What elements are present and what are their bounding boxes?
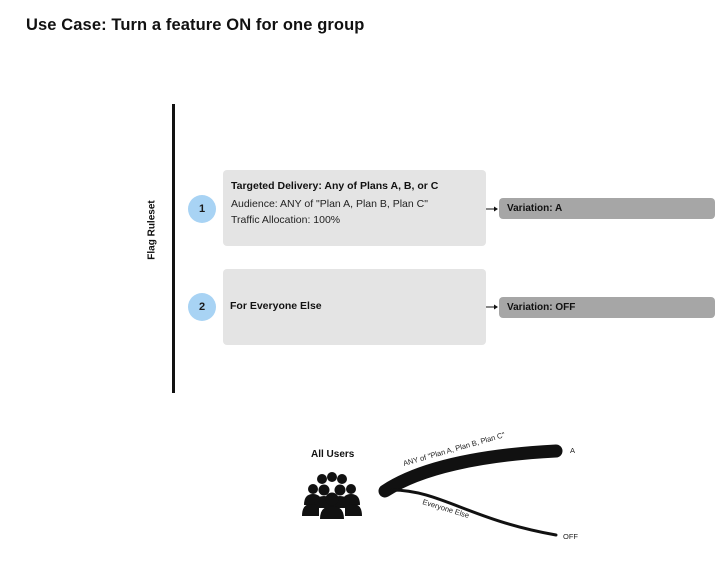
page-title: Use Case: Turn a feature ON for one grou… [26,16,365,34]
rule-2-number-badge: 2 [188,293,216,321]
users-group-icon [302,472,362,519]
branch-top-path [378,444,563,498]
rule-1-number-badge: 1 [188,195,216,223]
branch-bottom-path [390,488,558,537]
rule-1-traffic: Traffic Allocation: 100% [231,214,341,226]
rule-1-audience: Audience: ANY of "Plan A, Plan B, Plan C… [231,198,428,210]
rule-1-card[interactable]: Targeted Delivery: Any of Plans A, B, or… [223,170,486,246]
rule-2-arrow-icon [486,304,498,310]
rule-2-title: For Everyone Else [230,300,322,312]
end-label-off: OFF [563,532,578,541]
rule-1-title: Targeted Delivery: Any of Plans A, B, or… [231,180,439,192]
all-users-label: All Users [311,449,355,460]
ruleset-divider [172,104,175,393]
end-label-a: A [570,446,575,455]
rule-2-variation[interactable]: Variation: OFF [499,297,715,318]
rule-1-variation[interactable]: Variation: A [499,198,715,219]
rule-1-arrow-icon [486,206,498,212]
rule-2-card[interactable]: For Everyone Else [223,269,486,345]
